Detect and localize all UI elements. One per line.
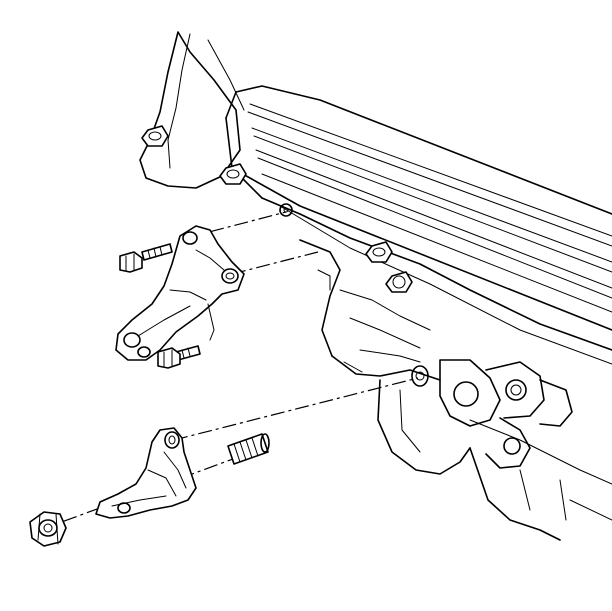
head-bolt bbox=[365, 241, 393, 263]
head-bolts bbox=[141, 125, 429, 387]
lower-bolt bbox=[157, 345, 201, 369]
bracket-hole bbox=[137, 346, 151, 358]
upper-bracket bbox=[115, 225, 245, 361]
bracket-hole bbox=[117, 502, 131, 514]
head-bolt bbox=[219, 163, 247, 185]
bracket-hole bbox=[221, 268, 239, 284]
head-bolt bbox=[385, 271, 413, 293]
bracket-hole bbox=[123, 332, 141, 348]
mounting-hole bbox=[411, 365, 429, 387]
bracket-hole bbox=[182, 231, 198, 245]
upper-bolt-left bbox=[119, 243, 173, 273]
head-bolt bbox=[141, 125, 169, 147]
bracket-hole bbox=[164, 431, 180, 449]
engine-block bbox=[139, 31, 612, 541]
mounting-stud bbox=[227, 433, 270, 465]
lower-bracket bbox=[95, 427, 197, 519]
nut bbox=[29, 511, 67, 547]
